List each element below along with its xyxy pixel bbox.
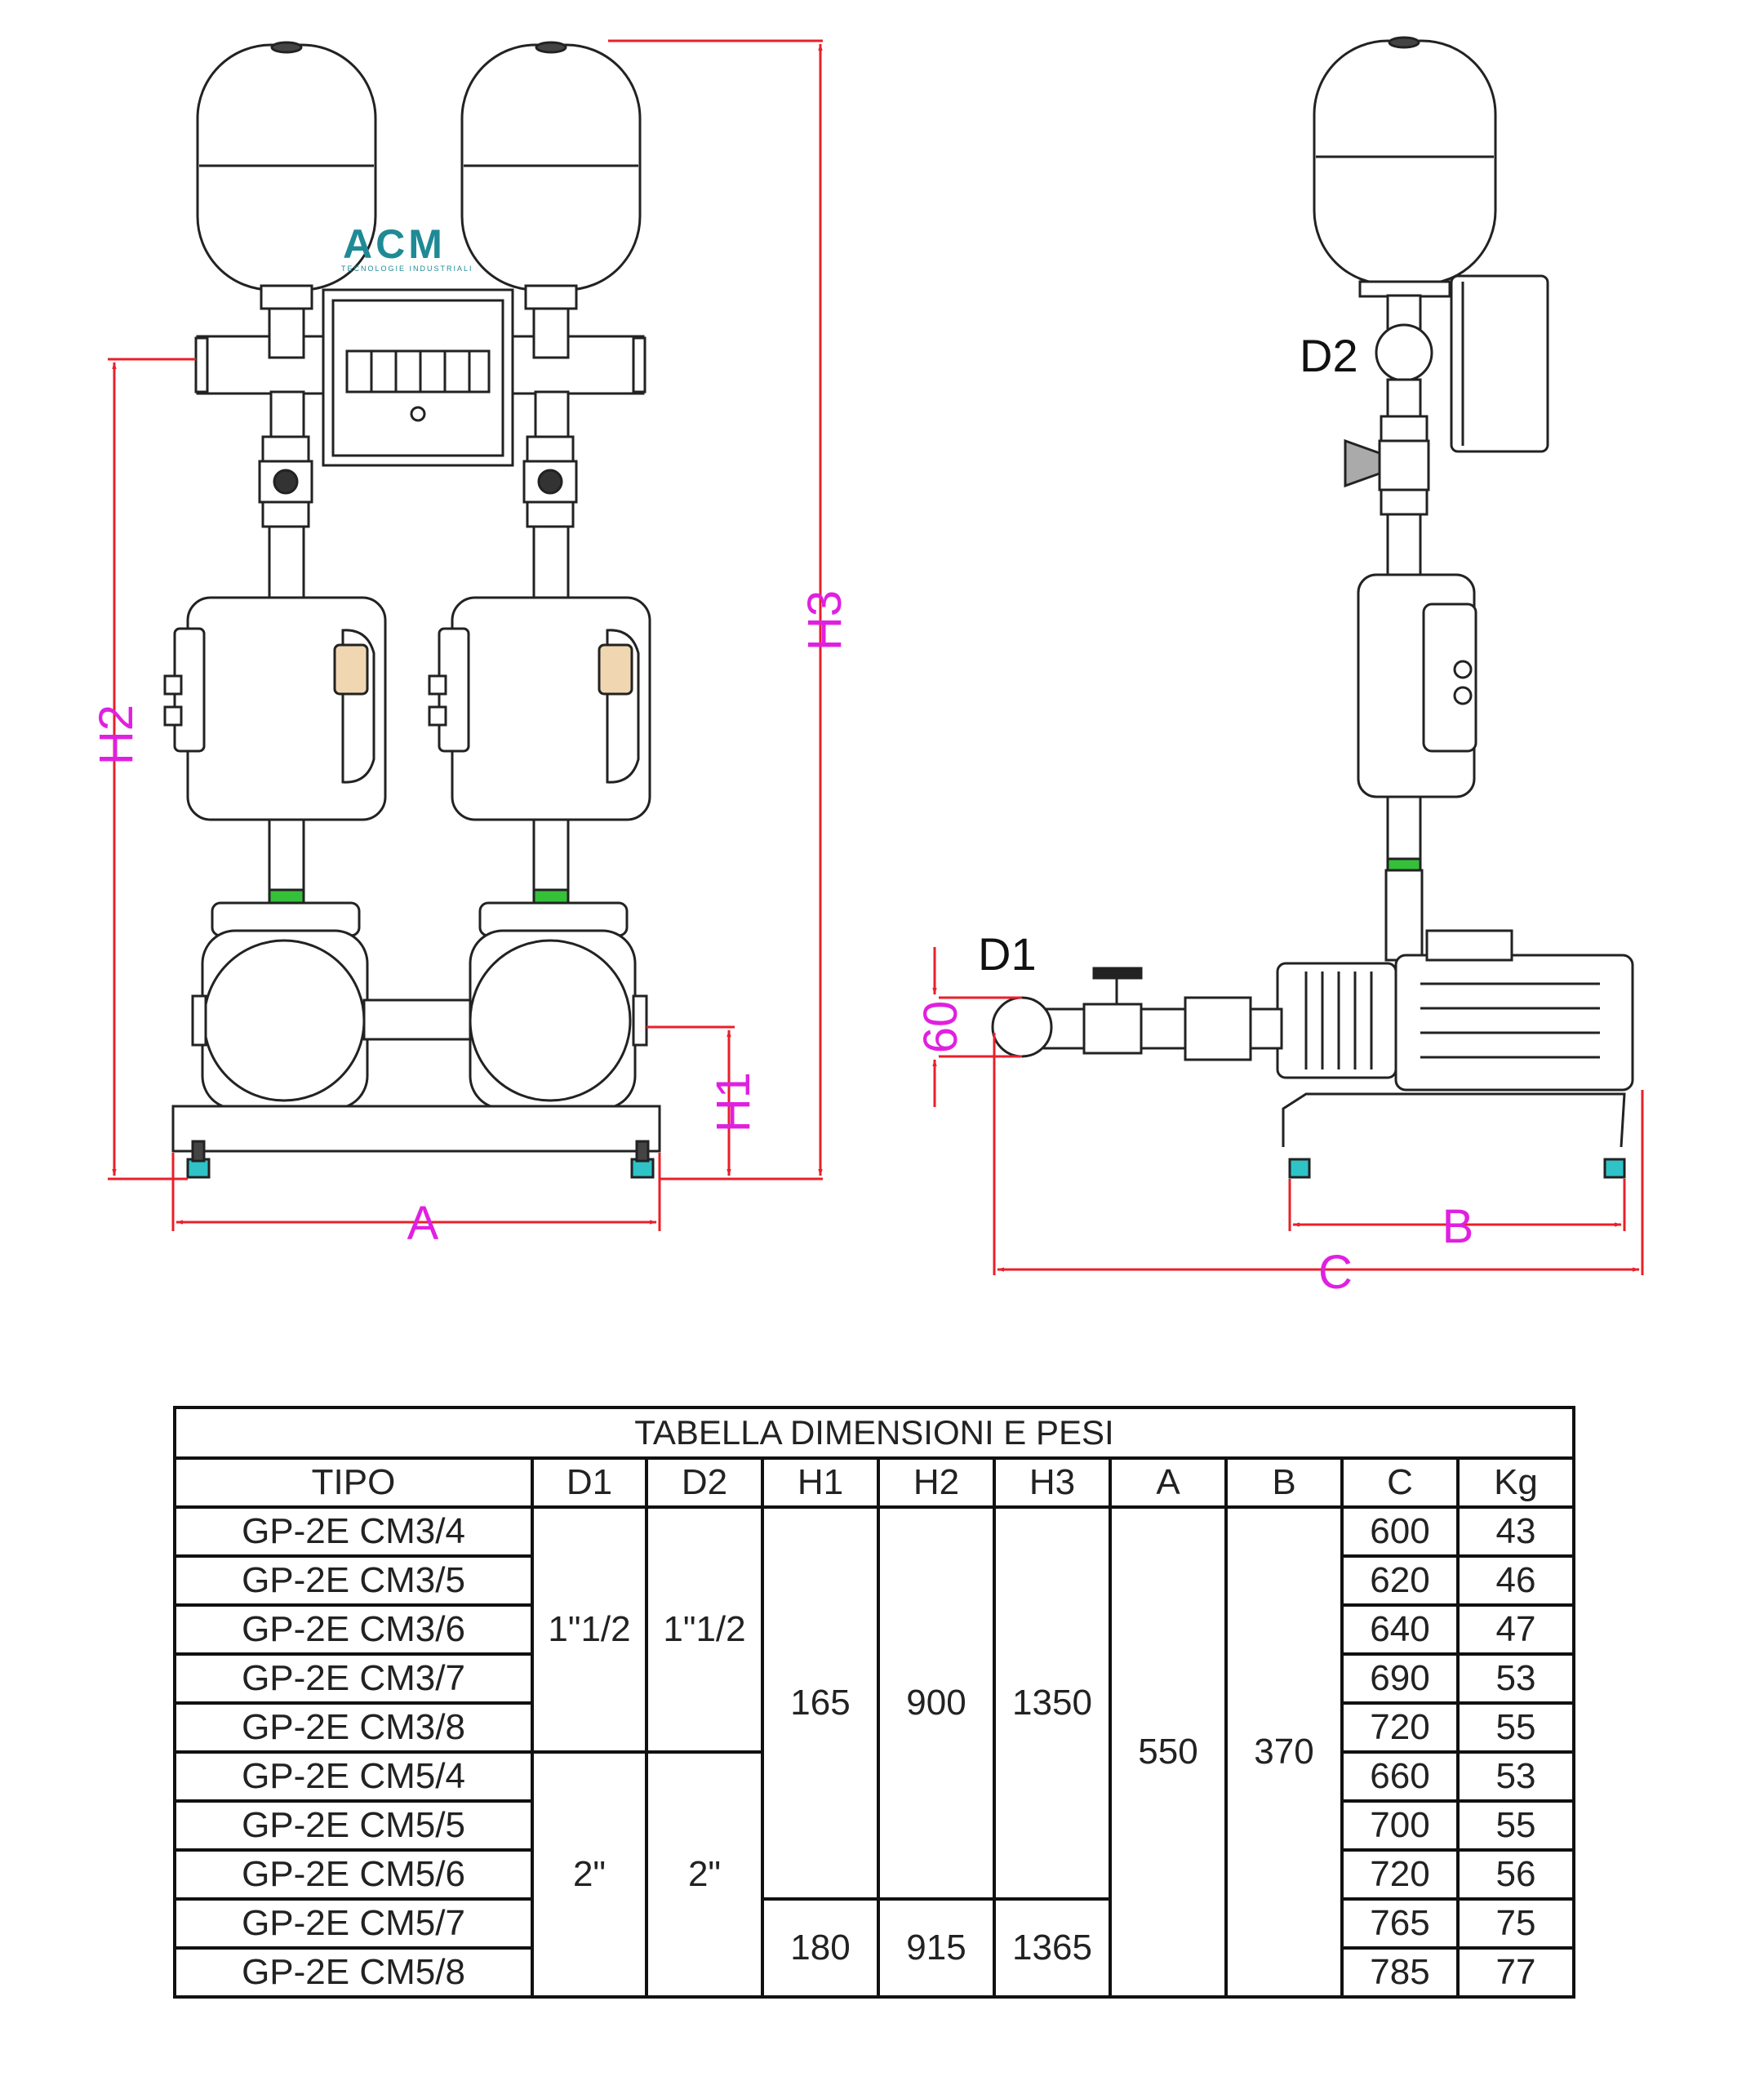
side-view (991, 36, 1634, 1179)
logo-tagline: TECNOLOGIE INDUSTRIALI (341, 265, 473, 273)
table-row: GP-2E CM3/4 1"1/2 1"1/2 165 900 1350 550… (173, 1505, 1575, 1999)
table-row: GP-2E CM3/6 640 47 (173, 1603, 1575, 1656)
cell-tipo: GP-2E CM3/6 (173, 1603, 534, 1656)
cell-c: 640 (1340, 1603, 1460, 1656)
header-c: C (1340, 1456, 1460, 1509)
cell-h3-b: 1365 (993, 1897, 1112, 1999)
cell-h2-a: 900 (877, 1505, 996, 1901)
front-dimensions (108, 39, 823, 1231)
cell-kg: 55 (1456, 1799, 1575, 1852)
cell-h2-b: 915 (877, 1897, 996, 1999)
cell-kg: 55 (1456, 1701, 1575, 1754)
table-row: GP-2E CM3/5 620 46 (173, 1554, 1575, 1607)
inverter-left (163, 596, 387, 821)
cell-tipo: GP-2E CM3/8 (173, 1701, 534, 1754)
expansion-tank-right (460, 41, 642, 310)
header-a: A (1109, 1456, 1228, 1509)
cell-tipo: GP-2E CM5/4 (173, 1750, 534, 1803)
label-d2: D2 (1300, 330, 1358, 381)
table-row: GP-2E CM5/6 720 56 (173, 1848, 1575, 1901)
table-caption: TABELLA DIMENSIONI E PESI (173, 1406, 1575, 1460)
cell-a: 550 (1109, 1505, 1228, 1999)
header-h2: H2 (877, 1456, 996, 1509)
cell-kg: 56 (1456, 1848, 1575, 1901)
horizontal-pump (1276, 929, 1634, 1092)
logo-name: ACM (343, 221, 446, 267)
label-d1: D1 (978, 928, 1037, 980)
pump-right (469, 901, 648, 1110)
control-panel (322, 288, 514, 467)
cell-d1-cm5: 2" (531, 1750, 648, 1999)
table-row: GP-2E CM5/5 700 55 (173, 1799, 1575, 1852)
header-kg: Kg (1456, 1456, 1575, 1509)
cell-c: 785 (1340, 1946, 1460, 1999)
front-view: ACM TECNOLOGIE INDUSTRIALI (163, 41, 661, 1179)
table-row: GP-2E CM3/8 720 55 (173, 1701, 1575, 1754)
pump-left (191, 901, 369, 1110)
label-h3: H3 (798, 590, 851, 651)
dimensions-weights-table: TABELLA DIMENSIONI E PESI TIPO D1 D2 H1 … (173, 1406, 1575, 1999)
cell-kg: 47 (1456, 1603, 1575, 1656)
side-dimensions (932, 947, 1644, 1275)
cell-c: 690 (1340, 1652, 1460, 1705)
table-row: GP-2E CM5/4 2" 2" 660 53 (173, 1750, 1575, 1999)
cell-c: 600 (1340, 1505, 1460, 1558)
cell-d2-cm3: 1"1/2 (645, 1505, 764, 1754)
cell-tipo: GP-2E CM3/4 (173, 1505, 534, 1558)
table-row: GP-2E CM5/7 180 915 1365 765 75 (173, 1897, 1575, 1999)
side-control-panel (1450, 274, 1549, 453)
header-tipo: TIPO (173, 1456, 534, 1509)
technical-drawing: ACM TECNOLOGIE INDUSTRIALI (90, 36, 1644, 1299)
inverter-right (428, 596, 651, 821)
cell-kg: 46 (1456, 1554, 1575, 1607)
cell-tipo: GP-2E CM5/5 (173, 1799, 534, 1852)
header-b: B (1224, 1456, 1344, 1509)
cell-c: 620 (1340, 1554, 1460, 1607)
cell-h3-a: 1350 (993, 1505, 1112, 1901)
cell-tipo: GP-2E CM5/6 (173, 1848, 534, 1901)
acm-logo: ACM TECNOLOGIE INDUSTRIALI (341, 221, 473, 273)
label-h2: H2 (90, 705, 143, 765)
label-a: A (407, 1197, 439, 1250)
cell-d1-cm3: 1"1/2 (531, 1505, 648, 1754)
cell-kg: 53 (1456, 1652, 1575, 1705)
cell-tipo: GP-2E CM5/8 (173, 1946, 534, 1999)
cell-c: 720 (1340, 1848, 1460, 1901)
cell-b: 370 (1224, 1505, 1344, 1999)
cell-h1-a: 165 (761, 1505, 880, 1901)
cell-c: 660 (1340, 1750, 1460, 1803)
cell-tipo: GP-2E CM3/7 (173, 1652, 534, 1705)
cell-tipo: GP-2E CM3/5 (173, 1554, 534, 1607)
cell-kg: 53 (1456, 1750, 1575, 1803)
connecting-pipe (362, 998, 472, 1041)
base-frame (171, 1105, 661, 1153)
table-header-row: TIPO D1 D2 H1 H2 H3 A B C Kg (173, 1456, 1575, 1509)
label-c: C (1318, 1246, 1353, 1299)
cell-c: 700 (1340, 1799, 1460, 1852)
header-h3: H3 (993, 1456, 1112, 1509)
cell-kg: 43 (1456, 1505, 1575, 1558)
label-60: 60 (914, 1001, 967, 1054)
table-row: GP-2E CM5/8 785 77 (173, 1946, 1575, 1999)
cell-c: 765 (1340, 1897, 1460, 1950)
pipe-left (258, 307, 313, 602)
cell-d2-cm5: 2" (645, 1750, 764, 1999)
cell-kg: 75 (1456, 1897, 1575, 1950)
cell-h1-b: 180 (761, 1897, 880, 1999)
side-expansion-tank (1313, 36, 1497, 298)
cell-kg: 77 (1456, 1946, 1575, 1999)
table-row: GP-2E CM3/7 690 53 (173, 1652, 1575, 1705)
cell-tipo: GP-2E CM5/7 (173, 1897, 534, 1950)
header-d2: D2 (645, 1456, 764, 1509)
label-h1: H1 (707, 1072, 760, 1132)
pipe-right (522, 307, 578, 602)
label-b: B (1442, 1200, 1474, 1253)
cell-c: 720 (1340, 1701, 1460, 1754)
header-h1: H1 (761, 1456, 880, 1509)
header-d1: D1 (531, 1456, 648, 1509)
